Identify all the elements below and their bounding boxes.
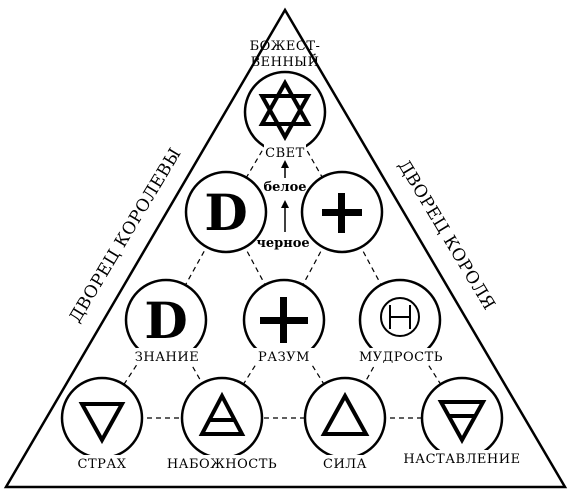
- outer-triangle: [3, 7, 568, 489]
- node-mid-right: [300, 170, 384, 254]
- arrowhead-upper: [281, 160, 289, 168]
- node-knowledge-label: ЗНАНИЕ: [135, 350, 199, 365]
- node-piety-label: НАБОЖНОСТЬ: [167, 457, 277, 472]
- letter-d-glyph: D: [144, 291, 187, 350]
- down-triangle-icon: [78, 402, 126, 445]
- node-mid-left: D: [184, 170, 268, 254]
- apex-label-line2: ВЕННЫЙ: [251, 53, 320, 70]
- up-triangle-bar-icon: [198, 391, 246, 436]
- node-fear: СТРАХ: [60, 376, 144, 472]
- node-wisdom: МУДРОСТЬ: [354, 278, 448, 365]
- node-reason-label: РАЗУМ: [258, 350, 310, 365]
- node-reason: РАЗУМ: [242, 278, 326, 365]
- node-wisdom-label: МУДРОСТЬ: [359, 350, 443, 365]
- apex-label-line1: БОЖЕСТ-: [250, 39, 321, 54]
- node-piety: НАБОЖНОСТЬ: [167, 376, 277, 472]
- up-triangle-icon: [320, 391, 370, 436]
- node-light-label: СВЕТ: [265, 146, 305, 161]
- hexagram-icon: [258, 78, 312, 142]
- node-light: СВЕТ: [243, 70, 327, 161]
- node-instruction: НАСТАВЛЕНИЕ: [400, 376, 524, 467]
- plus-icon: [322, 193, 362, 233]
- arrow-label-white: белое: [263, 180, 306, 195]
- arrowhead-lower: [281, 200, 289, 208]
- plus-icon: [260, 297, 308, 343]
- node-fear-label: СТРАХ: [78, 457, 127, 472]
- circled-h-icon: [380, 297, 420, 337]
- letter-d-glyph: D: [204, 183, 247, 242]
- node-knowledge: D ЗНАНИЕ: [124, 278, 208, 365]
- node-instruction-label: НАСТАВЛЕНИЕ: [403, 452, 520, 467]
- arrow-label-black: черное: [256, 236, 309, 251]
- node-strength-label: СИЛА: [323, 457, 367, 472]
- down-triangle-bar-icon: [437, 400, 487, 445]
- node-strength: СИЛА: [303, 376, 387, 472]
- arrows: белое черное: [252, 160, 314, 251]
